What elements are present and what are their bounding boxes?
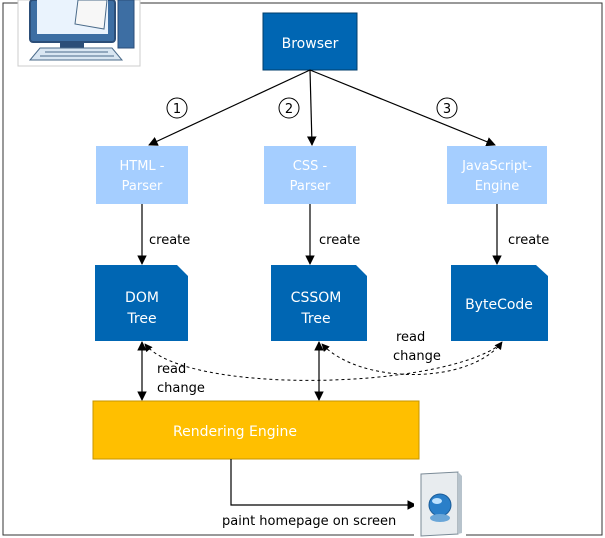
html-parser-box: HTML - Parser <box>96 146 188 204</box>
bytecode-doc: ByteCode <box>451 265 548 341</box>
create-label-3: create <box>508 233 549 248</box>
step-badge-2: 2 <box>278 97 300 119</box>
paint-label: paint homepage on screen <box>222 514 396 529</box>
computer-icon <box>17 0 141 67</box>
svg-text:Parser: Parser <box>122 179 163 194</box>
arrow-rendering-to-screen <box>230 459 417 510</box>
change-label-left: change <box>157 381 205 396</box>
create-label-1: create <box>149 233 190 248</box>
js-engine-box: JavaScript- Engine <box>447 146 547 204</box>
svg-text:2: 2 <box>285 102 293 117</box>
svg-text:ByteCode: ByteCode <box>465 297 533 313</box>
browser-box: Browser <box>262 12 358 71</box>
rendering-engine-box: Rendering Engine <box>92 400 420 460</box>
step-badge-3: 3 <box>436 97 458 119</box>
create-label-2: create <box>319 233 360 248</box>
css-parser-box: CSS - Parser <box>264 146 356 204</box>
change-label-right: change <box>393 349 441 364</box>
dashed-read-change-dom <box>144 343 502 381</box>
svg-text:Rendering Engine: Rendering Engine <box>173 424 297 440</box>
arrow-browser-to-html-parser <box>148 69 311 146</box>
browser-label: Browser <box>282 36 339 52</box>
read-label-right: read <box>396 330 425 345</box>
cssom-tree-doc: CSSOM Tree <box>271 265 367 341</box>
svg-text:Tree: Tree <box>300 311 330 327</box>
svg-text:Tree: Tree <box>126 311 156 327</box>
svg-text:HTML -: HTML - <box>120 159 165 174</box>
svg-text:Engine: Engine <box>475 179 520 194</box>
screen-document-icon <box>414 468 466 538</box>
svg-text:3: 3 <box>443 102 451 117</box>
svg-text:Parser: Parser <box>290 179 331 194</box>
read-label-left: read <box>157 362 186 377</box>
svg-text:1: 1 <box>173 102 181 117</box>
svg-text:CSS -: CSS - <box>293 159 328 174</box>
arrow-browser-to-css-parser <box>306 69 317 146</box>
dashed-read-change-cssom <box>321 341 503 375</box>
step-badge-1: 1 <box>166 97 188 119</box>
svg-text:JavaScript-: JavaScript- <box>461 159 532 174</box>
svg-text:CSSOM: CSSOM <box>291 290 342 306</box>
dom-tree-doc: DOM Tree <box>95 265 188 341</box>
arrow-browser-to-js-engine <box>309 69 496 147</box>
svg-text:DOM: DOM <box>125 290 159 306</box>
